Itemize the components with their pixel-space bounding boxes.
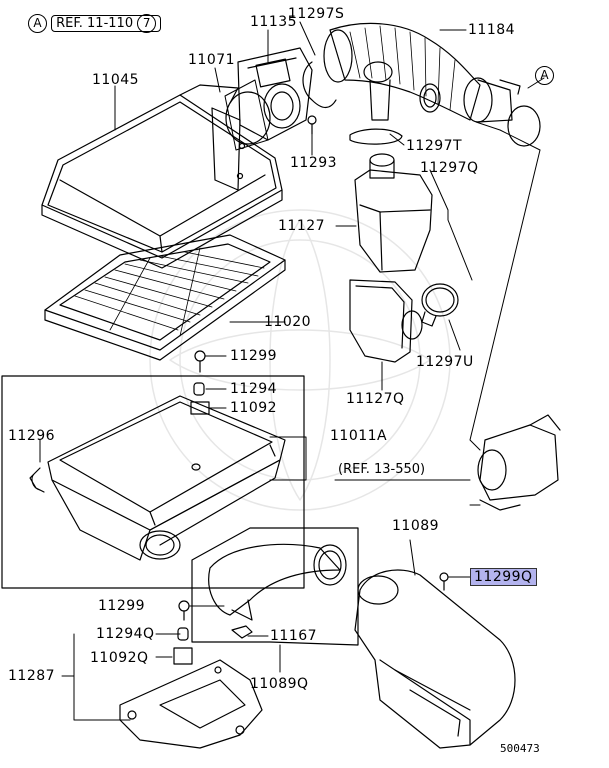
ref-box: REF. 11-110 7: [51, 14, 162, 33]
part-label-11127q[interactable]: 11127Q: [346, 391, 405, 407]
part-label-11020[interactable]: 11020: [264, 314, 312, 330]
part-label-11089[interactable]: 11089: [392, 518, 440, 534]
part-label-11296[interactable]: 11296: [8, 428, 56, 444]
part-label-11297t[interactable]: 11297T: [406, 138, 463, 154]
resonator-drawing: [354, 153, 433, 273]
part-label-11294-top[interactable]: 11294: [230, 381, 278, 397]
air-flow-sensor-drawing: [224, 47, 313, 151]
header-reference: A REF. 11-110 7: [28, 14, 162, 33]
marker-a: A: [535, 66, 554, 85]
elbow-assembly-box: [191, 527, 359, 646]
part-label-11287[interactable]: 11287: [8, 668, 56, 684]
part-label-11011a[interactable]: 11011A: [330, 428, 388, 444]
part-label-11092-top[interactable]: 11092: [230, 400, 278, 416]
clamp-drawing: [421, 283, 459, 327]
part-label-11167[interactable]: 11167: [270, 628, 318, 644]
marker-a-circle: A: [535, 66, 554, 85]
part-label-11299-top[interactable]: 11299: [230, 348, 278, 364]
case-assembly-box: [1, 375, 305, 589]
part-label-11071[interactable]: 11071: [188, 52, 236, 68]
part-label-11297u[interactable]: 11297U: [416, 354, 474, 370]
part-label-11297q[interactable]: 11297Q: [420, 160, 479, 176]
throttle-body-drawing: [477, 414, 561, 511]
part-label-11089q[interactable]: 11089Q: [250, 676, 309, 692]
resonator-cover-drawing: [349, 279, 423, 363]
air-filter-element-drawing: [44, 234, 286, 361]
ref-marker: A: [28, 14, 47, 33]
ref-13-550: (REF. 13-550): [338, 462, 426, 477]
part-label-11294q[interactable]: 11294Q: [96, 626, 155, 642]
part-label-11299-bottom[interactable]: 11299: [98, 598, 146, 614]
part-label-11127[interactable]: 11127: [278, 218, 326, 234]
part-label-11184[interactable]: 11184: [468, 22, 516, 38]
ref-text: REF. 11-110: [56, 16, 134, 31]
air-duct-drawing: [354, 569, 516, 749]
leader-lines: [39, 21, 545, 721]
intake-hose-drawing: [302, 22, 541, 147]
fasteners-drawing: [173, 115, 449, 665]
drawing-code: 500473: [500, 742, 540, 755]
air-cleaner-cover-drawing: [41, 84, 283, 269]
bracket-drawing: [119, 659, 263, 749]
air-cleaner-case-drawing: [29, 395, 286, 561]
part-label-11135[interactable]: 11135: [250, 14, 298, 30]
part-label-11092q[interactable]: 11092Q: [90, 650, 149, 666]
ref-num: 7: [137, 14, 157, 33]
elbow-duct-drawing: [208, 543, 347, 639]
part-label-11045[interactable]: 11045: [92, 72, 140, 88]
part-label-11299q-highlighted[interactable]: 11299Q: [470, 568, 537, 586]
part-label-11297s[interactable]: 11297S: [288, 6, 345, 22]
part-label-11293[interactable]: 11293: [290, 155, 338, 171]
